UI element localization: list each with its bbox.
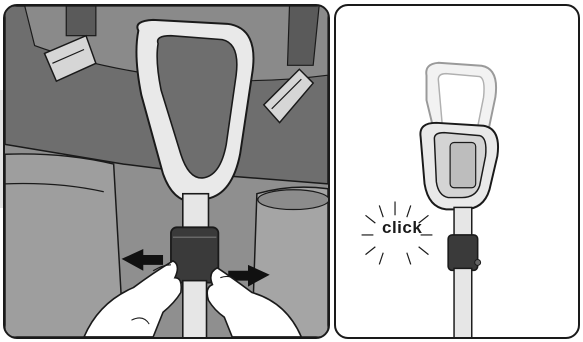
panel-squeeze-collar <box>3 4 330 339</box>
lower-tube <box>454 268 472 337</box>
click-sound-label: click <box>382 218 422 238</box>
lower-tube <box>183 281 207 337</box>
squeeze-collar-illustration <box>5 6 328 337</box>
right-strap <box>288 6 320 65</box>
release-collar <box>448 235 478 270</box>
panel-click-into-place: click <box>334 4 580 339</box>
retracted-handle-illustration <box>336 6 578 337</box>
left-strap <box>66 6 96 36</box>
left-arrow-icon <box>122 249 163 271</box>
